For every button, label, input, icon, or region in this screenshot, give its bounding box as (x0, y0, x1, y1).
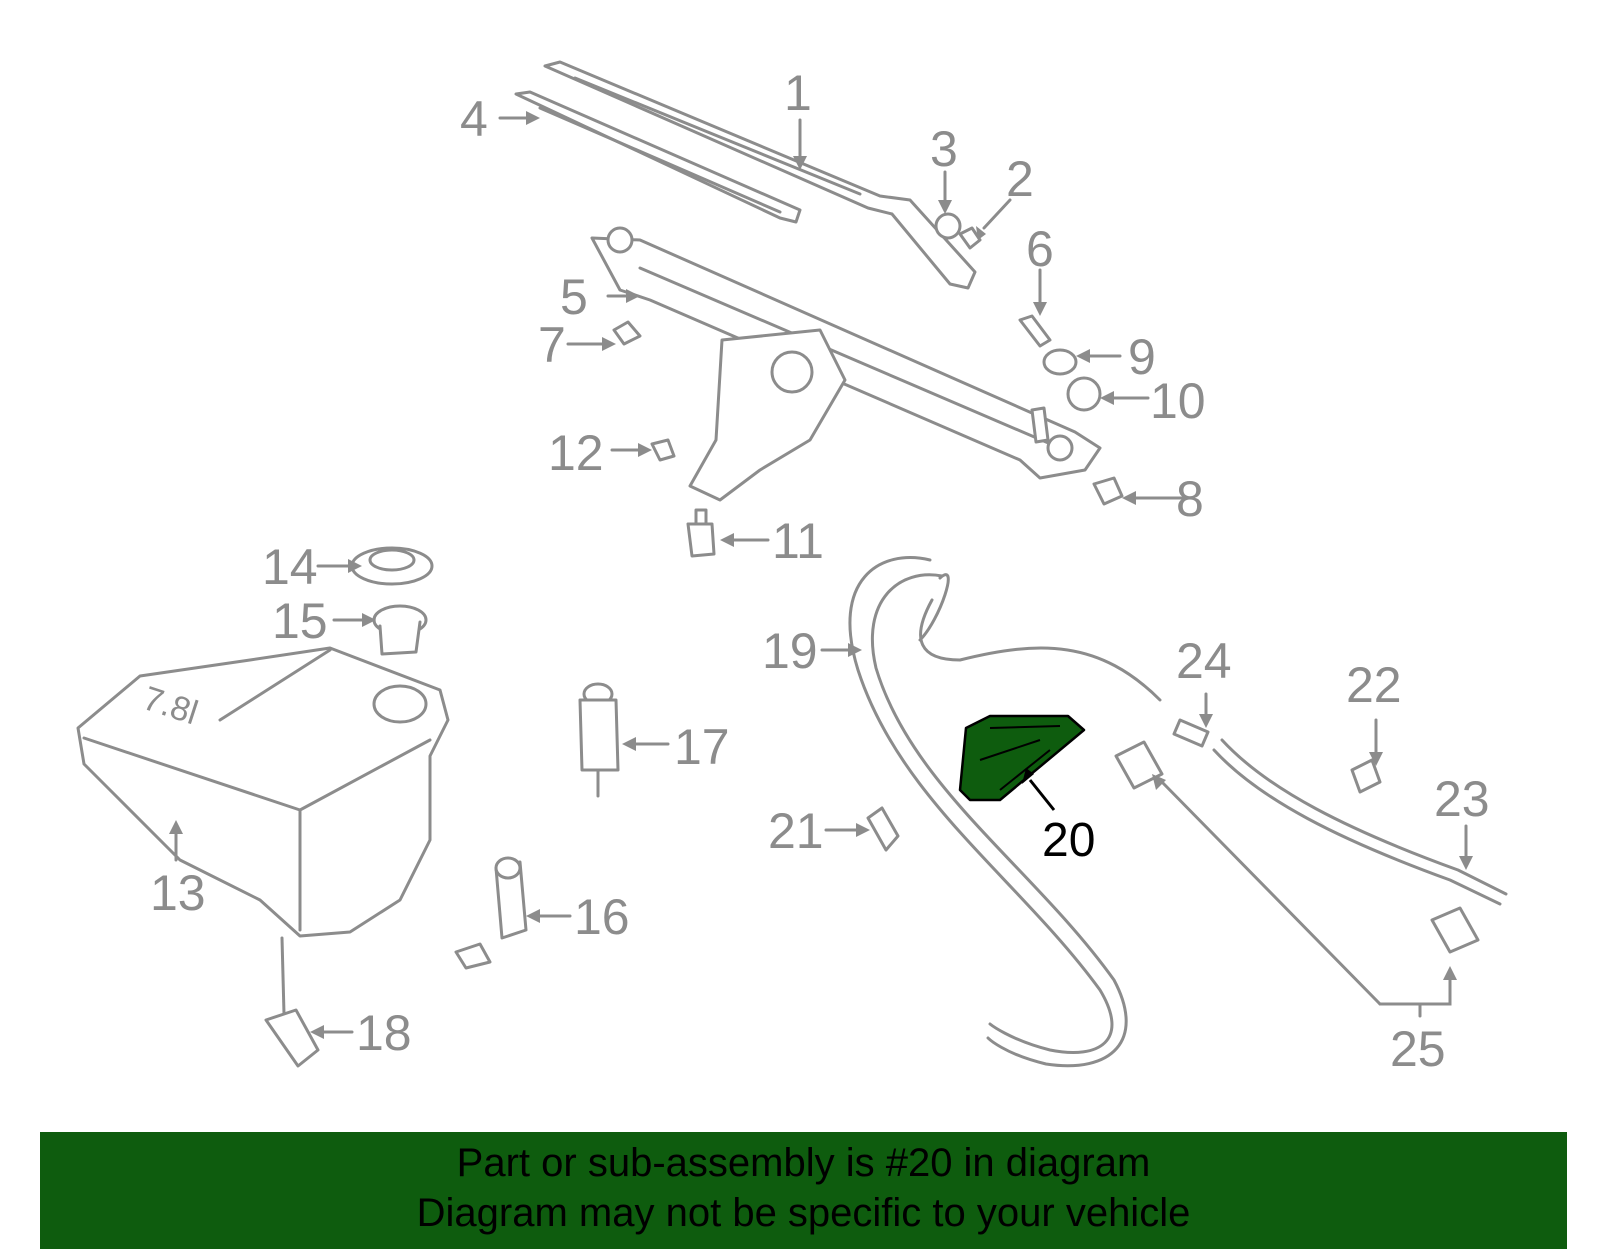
callout-label-9: 9 (1128, 329, 1156, 385)
callout-label-3: 3 (930, 121, 958, 177)
callout-label-8: 8 (1176, 471, 1204, 527)
callout-label-5: 5 (560, 269, 588, 325)
callout-label-19: 19 (762, 623, 818, 679)
callout-label-6: 6 (1026, 221, 1054, 277)
callout-labels: 1 2 3 4 5 6 7 8 9 10 11 12 13 14 15 16 1… (150, 65, 1490, 1077)
callout-label-18: 18 (356, 1005, 412, 1061)
filler-neck-part (372, 604, 428, 656)
callout-label-21: 21 (768, 803, 824, 859)
highlighted-part-20 (958, 714, 1086, 802)
level-sensor-part-18 (264, 936, 320, 1068)
callout-label-11: 11 (772, 513, 824, 569)
callout-label-13: 13 (150, 865, 206, 921)
reservoir-cap-part (350, 546, 434, 586)
callout-label-23: 23 (1434, 771, 1490, 827)
callout-label-14: 14 (262, 539, 318, 595)
info-banner: Part or sub-assembly is #20 in diagram D… (40, 1132, 1567, 1249)
clip-part-22 (1350, 758, 1382, 794)
callout-label-12: 12 (548, 425, 604, 481)
callout-label-17: 17 (674, 719, 730, 775)
bolt-part-6 (1018, 314, 1052, 348)
nut-part-8 (1092, 476, 1124, 506)
callout-label-25: 25 (1390, 1021, 1446, 1077)
callout-label-7: 7 (538, 317, 566, 373)
callout-label-16: 16 (574, 889, 630, 945)
banner-line-1: Part or sub-assembly is #20 in diagram (456, 1141, 1151, 1185)
callout-label-4: 4 (460, 91, 488, 147)
callout-label-22: 22 (1346, 657, 1402, 713)
mount-part-11 (686, 508, 716, 558)
callout-label-1: 1 (784, 65, 812, 121)
nut-part-12 (650, 438, 676, 462)
callout-label-20: 20 (1042, 814, 1095, 867)
washer-part-9 (1042, 348, 1078, 376)
clip-part-21 (866, 806, 900, 852)
nozzle-part-25b (1430, 906, 1480, 954)
callout-label-15: 15 (272, 593, 328, 649)
washer-pump-part-17 (578, 682, 620, 798)
clip-part-7 (612, 320, 642, 346)
hose-part-23 (1212, 738, 1508, 906)
banner-line-2: Diagram may not be specific to your vehi… (416, 1191, 1191, 1235)
connector-part-24 (1172, 718, 1210, 748)
reservoir-part: 7.8l (76, 646, 450, 938)
bushing-part-10 (1066, 376, 1102, 412)
washer-part-3 (934, 212, 962, 240)
callout-label-10: 10 (1150, 373, 1206, 429)
callout-label-2: 2 (1006, 151, 1034, 207)
callout-label-24: 24 (1176, 633, 1232, 689)
wiper-blade-part (514, 90, 802, 224)
nut-part-2 (958, 226, 982, 250)
callout-arrows (169, 111, 1473, 1039)
nozzle-part-25a (1114, 740, 1164, 790)
washer-hose-part-19 (848, 556, 1162, 1068)
washer-pump-part-16 (454, 856, 528, 970)
